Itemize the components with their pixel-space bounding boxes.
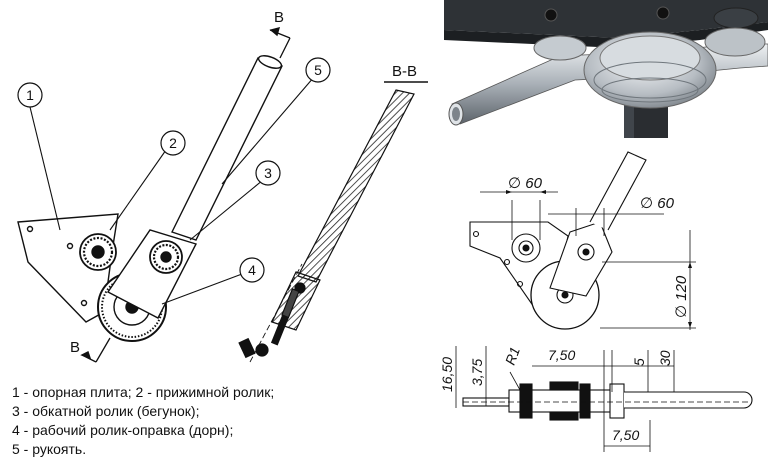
dim-w2: 5	[631, 358, 647, 366]
leader-lines	[29, 76, 315, 305]
plate-hole	[26, 225, 34, 233]
callouts: 1 2 3 4 5	[17, 57, 331, 283]
section-bolts	[238, 282, 306, 359]
dim-d-large: ∅ 120	[673, 275, 690, 318]
svg-text:3: 3	[264, 165, 272, 181]
section-mark-top: B	[274, 9, 284, 26]
legend-line: 5 - рукоять.	[12, 441, 87, 457]
svg-text:4: 4	[248, 262, 256, 278]
svg-text:2: 2	[169, 135, 177, 151]
dim-w3: 30	[657, 350, 673, 366]
section-view: B-B	[238, 63, 428, 363]
dim-d-small: ∅ 60	[508, 175, 543, 192]
photo	[444, 0, 768, 150]
dim-h-small: 3,75	[469, 359, 485, 386]
legend-line: 1 - опорная плита; 2 - прижимной ролик;	[12, 384, 275, 400]
dim-h-total: 16,50	[439, 357, 455, 392]
dimension-labels: ∅ 60 ∅ 60 ∅ 120 16,50 3,75 R1 7,50 5 30 …	[439, 175, 690, 443]
section-mark-bottom: B	[70, 339, 80, 356]
plate-hole	[80, 299, 88, 307]
section-title: B-B	[392, 63, 417, 80]
section-line	[80, 27, 291, 363]
plate-hole	[66, 242, 74, 250]
svg-text:5: 5	[314, 62, 322, 78]
dim-w4: 7,50	[612, 427, 639, 443]
rolling-roller	[149, 240, 183, 274]
callout-3: 3	[255, 160, 281, 186]
handle-tube	[171, 57, 283, 241]
legend-line: 4 - рабочий ролик-оправка (дорн);	[12, 422, 234, 438]
svg-text:1: 1	[26, 87, 34, 103]
callout-4: 4	[239, 257, 265, 283]
left-assembly-drawing	[17, 27, 315, 363]
callout-5: 5	[305, 57, 331, 83]
dim-w1: 7,50	[548, 347, 575, 363]
callout-2: 2	[160, 130, 186, 156]
legend-line: 3 - обкатной ролик (бегунок);	[12, 403, 200, 419]
dim-d-mid: ∅ 60	[640, 195, 675, 212]
technical-drawing	[455, 151, 753, 452]
tech-side-view	[455, 346, 753, 452]
pressure-roller	[79, 233, 117, 271]
section-tube-hatched	[297, 89, 415, 283]
photo-plate	[444, 0, 768, 38]
dim-radius: R1	[502, 345, 523, 367]
callout-1: 1	[17, 82, 43, 108]
